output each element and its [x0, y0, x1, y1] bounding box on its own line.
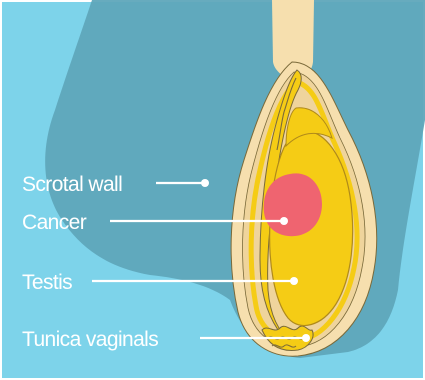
label-tunica-vaginalis: Tunica vaginals	[22, 328, 158, 351]
tunica-pointer-dot	[302, 334, 310, 342]
testis-pointer-dot	[290, 277, 298, 285]
scrotal-wall-pointer-dot	[201, 179, 209, 187]
label-scrotal-wall: Scrotal wall	[22, 173, 122, 196]
label-cancer: Cancer	[22, 211, 87, 234]
label-testis: Testis	[22, 271, 72, 294]
cancer-pointer-dot	[280, 217, 288, 225]
